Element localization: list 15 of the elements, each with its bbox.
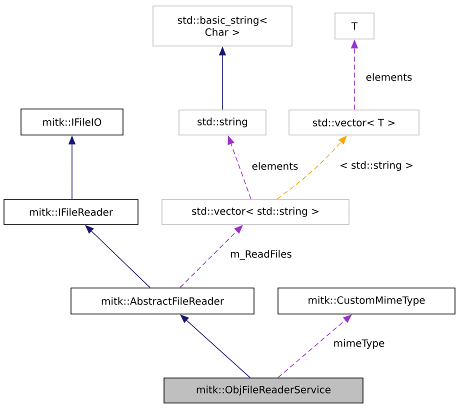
class-box: std::string — [178, 110, 266, 136]
class-box: std::basic_string< Char > — [152, 6, 292, 46]
edge-label: elements — [250, 161, 300, 171]
edge-label: mimeType — [332, 338, 386, 350]
edge-label: m_ReadFiles — [229, 249, 293, 261]
class-box: std::vector< std::string > — [162, 199, 350, 225]
class-box: mitk::IFileIO — [20, 108, 124, 136]
class-box: std::vector< T > — [288, 110, 420, 136]
class-box: mitk::AbstractFileReader — [70, 288, 254, 314]
edge-label: < std::string > — [338, 160, 415, 172]
class-box: mitk::CustomMimeType — [278, 288, 456, 314]
edge-label: elements — [364, 72, 414, 82]
class-box: mitk::ObjFileReaderService — [164, 378, 364, 404]
class-box: T — [334, 12, 374, 40]
class-box: mitk::IFileReader — [4, 199, 138, 225]
